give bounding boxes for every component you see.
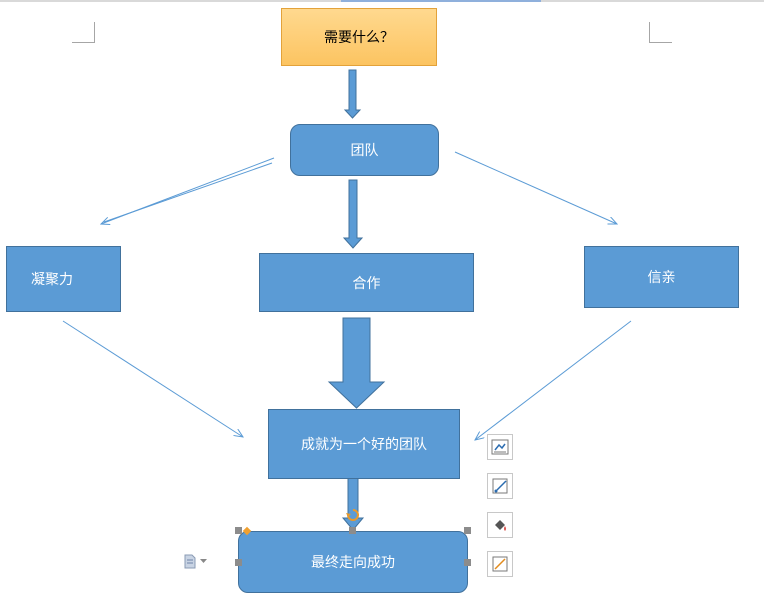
flow-final-label: 最终走向成功: [311, 555, 395, 571]
resize-handle-left[interactable]: [235, 559, 242, 566]
arrow-team-to-trust: [454, 151, 617, 224]
resize-handle-right[interactable]: [464, 559, 471, 566]
edit-shape-icon: [492, 478, 508, 494]
flow-cohesion-box[interactable]: 凝聚力: [6, 246, 121, 312]
block-arrow-start-to-team: [343, 69, 362, 119]
flow-trust-label: 信亲: [647, 270, 676, 286]
flow-team-label: 团队: [350, 143, 379, 159]
flow-start-label: 需要什么？: [324, 30, 394, 46]
outline-color-icon: [492, 556, 508, 572]
resize-handle-top-center[interactable]: [349, 527, 356, 534]
flow-cohesion-label: 凝聚力: [31, 272, 73, 288]
page-corner-mark-right: [649, 22, 672, 43]
arrow-team-to-cohesion-2: [103, 162, 273, 223]
flow-final-box[interactable]: 最终走向成功: [238, 531, 468, 593]
arrow-cohesion-to-achieve: [62, 320, 243, 437]
resize-handle-top-right[interactable]: [464, 527, 471, 534]
document-icon: [184, 554, 196, 568]
paste-options-button[interactable]: [184, 553, 214, 569]
edit-shape-button[interactable]: [487, 473, 513, 499]
ruler-accent: [341, 0, 541, 2]
flow-start-box[interactable]: 需要什么？: [281, 8, 437, 66]
outline-color-button[interactable]: [487, 551, 513, 577]
block-arrow-team-to-cooperation: [342, 179, 364, 249]
rotate-handle-icon[interactable]: [346, 508, 360, 522]
flow-cooperation-label: 合作: [352, 275, 381, 292]
layout-options-icon: [491, 439, 509, 455]
block-arrow-achieve-to-final: [341, 477, 365, 531]
fill-color-button[interactable]: [487, 512, 513, 538]
fill-color-icon: [495, 520, 506, 531]
layout-options-button[interactable]: [487, 434, 513, 460]
chevron-down-icon: [200, 558, 207, 563]
page-corner-mark-left: [72, 22, 95, 43]
flow-cooperation-box[interactable]: 合作: [259, 253, 474, 312]
flow-achieve-label: 成就为一个好的团队: [301, 437, 427, 453]
arrow-trust-to-achieve: [475, 320, 632, 440]
flow-team-box[interactable]: 团队: [290, 124, 439, 176]
block-arrow-cooperation-to-achieve: [327, 317, 386, 409]
flow-trust-box[interactable]: 信亲: [584, 246, 739, 308]
flow-achieve-box[interactable]: 成就为一个好的团队: [268, 409, 460, 479]
resize-handle-top-left[interactable]: [235, 527, 242, 534]
